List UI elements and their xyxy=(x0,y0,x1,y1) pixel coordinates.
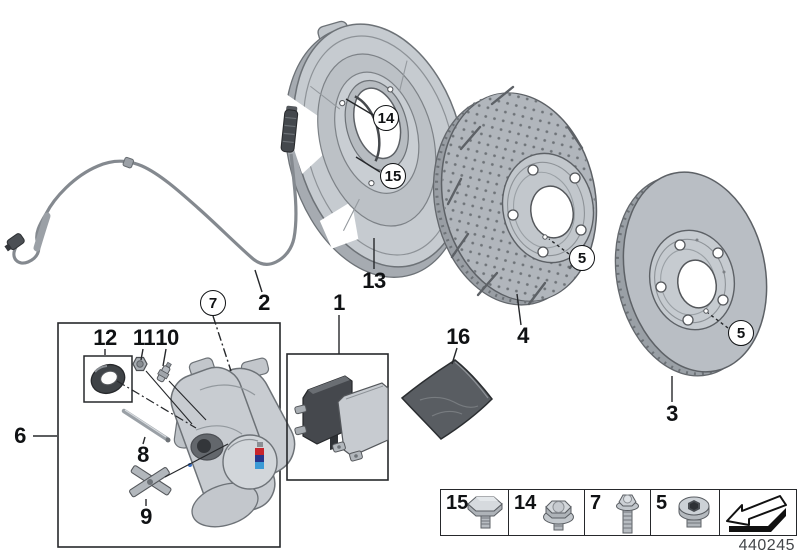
callout-11-nut[interactable]: 11 xyxy=(132,325,156,350)
grease-packet-drawing xyxy=(400,359,493,440)
callout-3-plain-disc[interactable]: 3 xyxy=(666,401,678,426)
flange-hex-bolt-icon xyxy=(534,491,582,540)
seal-ring-drawing xyxy=(90,363,126,395)
callout-10-bleeder[interactable]: 10 xyxy=(155,325,179,350)
brake-pads-drawing xyxy=(294,375,389,462)
callout-15-lock-ring[interactable]: 15 xyxy=(380,163,406,189)
sport-brake-disc-drawing xyxy=(432,85,598,306)
legend-num-15: 15 xyxy=(446,492,469,514)
callout-7-guide-bolt[interactable]: 7 xyxy=(200,290,226,316)
callout-4-sport-disc[interactable]: 4 xyxy=(517,323,529,348)
leader-lines xyxy=(33,98,729,506)
sensor-plug xyxy=(4,233,25,252)
legend-num-14: 14 xyxy=(514,492,537,514)
seal-ring-box xyxy=(83,355,133,403)
legend-cell-arrow[interactable] xyxy=(720,490,796,535)
sensor-connector xyxy=(280,105,299,153)
legend-cell-15[interactable]: 15 xyxy=(441,490,509,535)
legend-num-5: 5 xyxy=(656,492,668,514)
legend-num-7: 7 xyxy=(590,492,602,514)
plain-brake-disc-drawing xyxy=(614,171,768,377)
callout-2-sensor-wire[interactable]: 2 xyxy=(258,290,270,315)
nut-drawing xyxy=(132,356,148,372)
callout-6-caliper[interactable]: 6 xyxy=(14,423,26,448)
callout-14-shield-bolt[interactable]: 14 xyxy=(373,105,399,131)
callout-5-set-screw-a[interactable]: 5 xyxy=(569,245,595,271)
legend-cell-14[interactable]: 14 xyxy=(509,490,585,535)
legend-cell-7[interactable]: 7 xyxy=(585,490,651,535)
callout-9-spring-clip[interactable]: 9 xyxy=(140,504,152,529)
guide-pin-drawing xyxy=(121,408,171,443)
callout-12-seal-ring[interactable]: 12 xyxy=(93,325,117,350)
anti-rattle-spring-drawing xyxy=(129,465,172,498)
m-stripe-badge xyxy=(255,442,264,469)
legend-cell-5[interactable]: 5 xyxy=(651,490,720,535)
callout-1-pad-set[interactable]: 1 xyxy=(333,290,345,315)
bleeder-screw-drawing xyxy=(156,361,172,383)
callout-8-guide-pin[interactable]: 8 xyxy=(137,442,149,467)
wear-sensor-wire-drawing xyxy=(4,105,299,266)
brake-caliper-drawing xyxy=(170,357,296,528)
hex-bolt-icon xyxy=(462,491,506,540)
callout-13-splash-shield[interactable]: 13 xyxy=(362,268,386,293)
long-flange-bolt-icon xyxy=(606,491,648,541)
diagram-number: 440245 xyxy=(738,537,795,554)
socket-plug-screw-icon xyxy=(671,491,717,540)
callout-16-grease-pack[interactable]: 16 xyxy=(446,324,470,349)
fastener-legend-table: 15 14 xyxy=(440,489,797,536)
callout-5-set-screw-b[interactable]: 5 xyxy=(728,320,754,346)
direction-arrow-icon xyxy=(720,490,796,539)
